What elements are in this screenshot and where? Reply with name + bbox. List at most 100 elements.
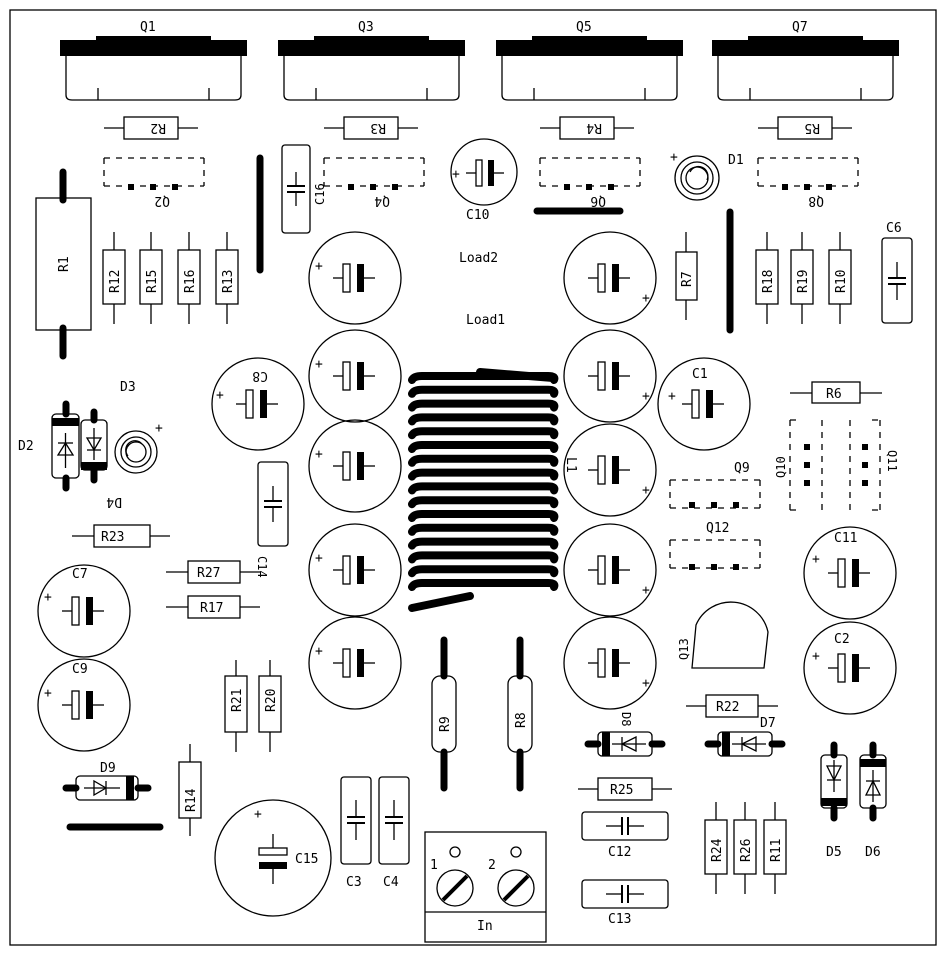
driver-label: Q2: [154, 193, 170, 208]
resistor-r25: R25: [578, 777, 672, 801]
d1-label: D1: [728, 153, 744, 168]
board-outline: [9, 9, 937, 946]
polarity-plus: +: [315, 644, 323, 659]
electrolytic-capacitor: +: [563, 423, 657, 517]
c4-label: C4: [383, 875, 399, 890]
resistor-r3: R3: [324, 116, 418, 140]
c11-label: C11: [834, 531, 857, 546]
resistor-label: R16: [183, 270, 198, 293]
polarity-plus: +: [315, 259, 323, 274]
resistor-r10: R10: [828, 232, 852, 324]
r23-label: R23: [101, 530, 124, 545]
capacitor-c2: + C2: [803, 621, 897, 715]
d5-label: D5: [826, 845, 842, 860]
driver-transistor-q8: Q8: [757, 157, 859, 208]
r22-label: R22: [716, 700, 739, 715]
r20-label: R20: [264, 689, 279, 712]
c8-label: C8: [252, 368, 268, 383]
capacitor-c1: + C1: [657, 357, 751, 451]
resistor-r8: R8: [507, 636, 533, 792]
q10-label: Q10: [774, 456, 788, 478]
polarity-plus: +: [642, 583, 650, 598]
c16-label: C16: [313, 183, 327, 205]
c12-label: C12: [608, 845, 631, 860]
resistor-label: R2: [150, 120, 166, 135]
polarity-plus: +: [642, 389, 650, 404]
resistor-r13: R13: [215, 232, 239, 324]
resistor-r24: R24: [704, 802, 728, 894]
resistor-label: R3: [370, 120, 386, 135]
resistor-r5: R5: [758, 116, 852, 140]
driver-label: Q4: [374, 193, 390, 208]
transistor-q13: Q13: [677, 601, 769, 669]
resistor-label: R12: [108, 270, 123, 293]
polarity-plus: +: [315, 447, 323, 462]
polarity-plus: +: [642, 483, 650, 498]
resistor-r12: R12: [102, 232, 126, 324]
capacitor-c8: + C8: [211, 357, 305, 451]
resistor-r2: R2: [104, 116, 198, 140]
resistor-r16: R16: [177, 232, 201, 324]
r9-label: R9: [438, 716, 453, 732]
capacitor-c7: + C7: [37, 564, 131, 658]
transistor-label: Q3: [358, 20, 374, 35]
resistor-r6: R6: [790, 381, 882, 404]
resistor-label: R19: [796, 270, 811, 293]
c10-label: C10: [466, 208, 489, 223]
resistor-label: R15: [145, 270, 160, 293]
diode-d6: D6: [859, 741, 887, 860]
capacitor-c10: + C10: [450, 138, 518, 223]
r1-label: R1: [57, 256, 72, 272]
capacitor-c4: C4: [378, 776, 410, 890]
pin2-label: 2: [488, 858, 496, 873]
resistor-label: R5: [804, 120, 820, 135]
diode-d4: D4: [80, 408, 122, 509]
resistor-label: R4: [586, 120, 602, 135]
resistor-r20: R20: [258, 660, 282, 752]
diode-d7: D7: [704, 716, 786, 757]
polarity-plus: +: [452, 167, 460, 182]
resistor-r11: R11: [763, 802, 787, 894]
load2-label: Load2: [459, 251, 498, 266]
electrolytic-capacitor: +: [308, 231, 402, 325]
c9-label: C9: [72, 662, 88, 677]
q9-label: Q9: [734, 461, 750, 476]
transistor-label: Q1: [140, 20, 156, 35]
electrolytic-capacitor: +: [563, 231, 657, 325]
load1-label: Load1: [466, 313, 505, 328]
r8-label: R8: [514, 712, 529, 728]
resistor-r1: R1: [35, 168, 92, 360]
c14-label: C14: [255, 556, 269, 578]
r7-label: R7: [680, 271, 695, 287]
r27-label: R27: [197, 566, 220, 581]
r6-label: R6: [826, 387, 842, 402]
r11-label: R11: [769, 839, 784, 862]
polarity-plus: +: [315, 551, 323, 566]
led-d3: + D3: [114, 380, 163, 474]
r17-label: R17: [200, 601, 223, 616]
resistor-r18: R18: [755, 232, 779, 324]
diode-d5: D5: [820, 741, 848, 860]
capacitor-c16: C16: [281, 144, 327, 234]
transistor-q12: Q12: [669, 521, 761, 570]
resistor-r9: R9: [431, 636, 457, 792]
electrolytic-capacitor: +: [563, 616, 657, 710]
resistor-r27: R27: [166, 560, 260, 584]
transistor-q9: Q9: [669, 461, 761, 509]
d3-label: D3: [120, 380, 136, 395]
polarity-plus: +: [254, 807, 262, 822]
resistor-r14: R14: [178, 744, 202, 836]
q11-label: Q11: [885, 450, 899, 472]
polarity-plus: +: [155, 421, 163, 436]
resistor-label: R10: [834, 270, 849, 293]
resistor-r7: R7: [675, 232, 698, 320]
polarity-plus: +: [670, 150, 678, 165]
l1-label: L1: [563, 457, 578, 473]
polarity-plus: +: [812, 552, 820, 567]
q13-label: Q13: [677, 638, 691, 660]
r21-label: R21: [230, 689, 245, 712]
electrolytic-capacitor: +: [308, 329, 402, 423]
resistor-label: R13: [221, 270, 236, 293]
d7-label: D7: [760, 716, 776, 731]
capacitor-c13: C13: [581, 879, 669, 927]
